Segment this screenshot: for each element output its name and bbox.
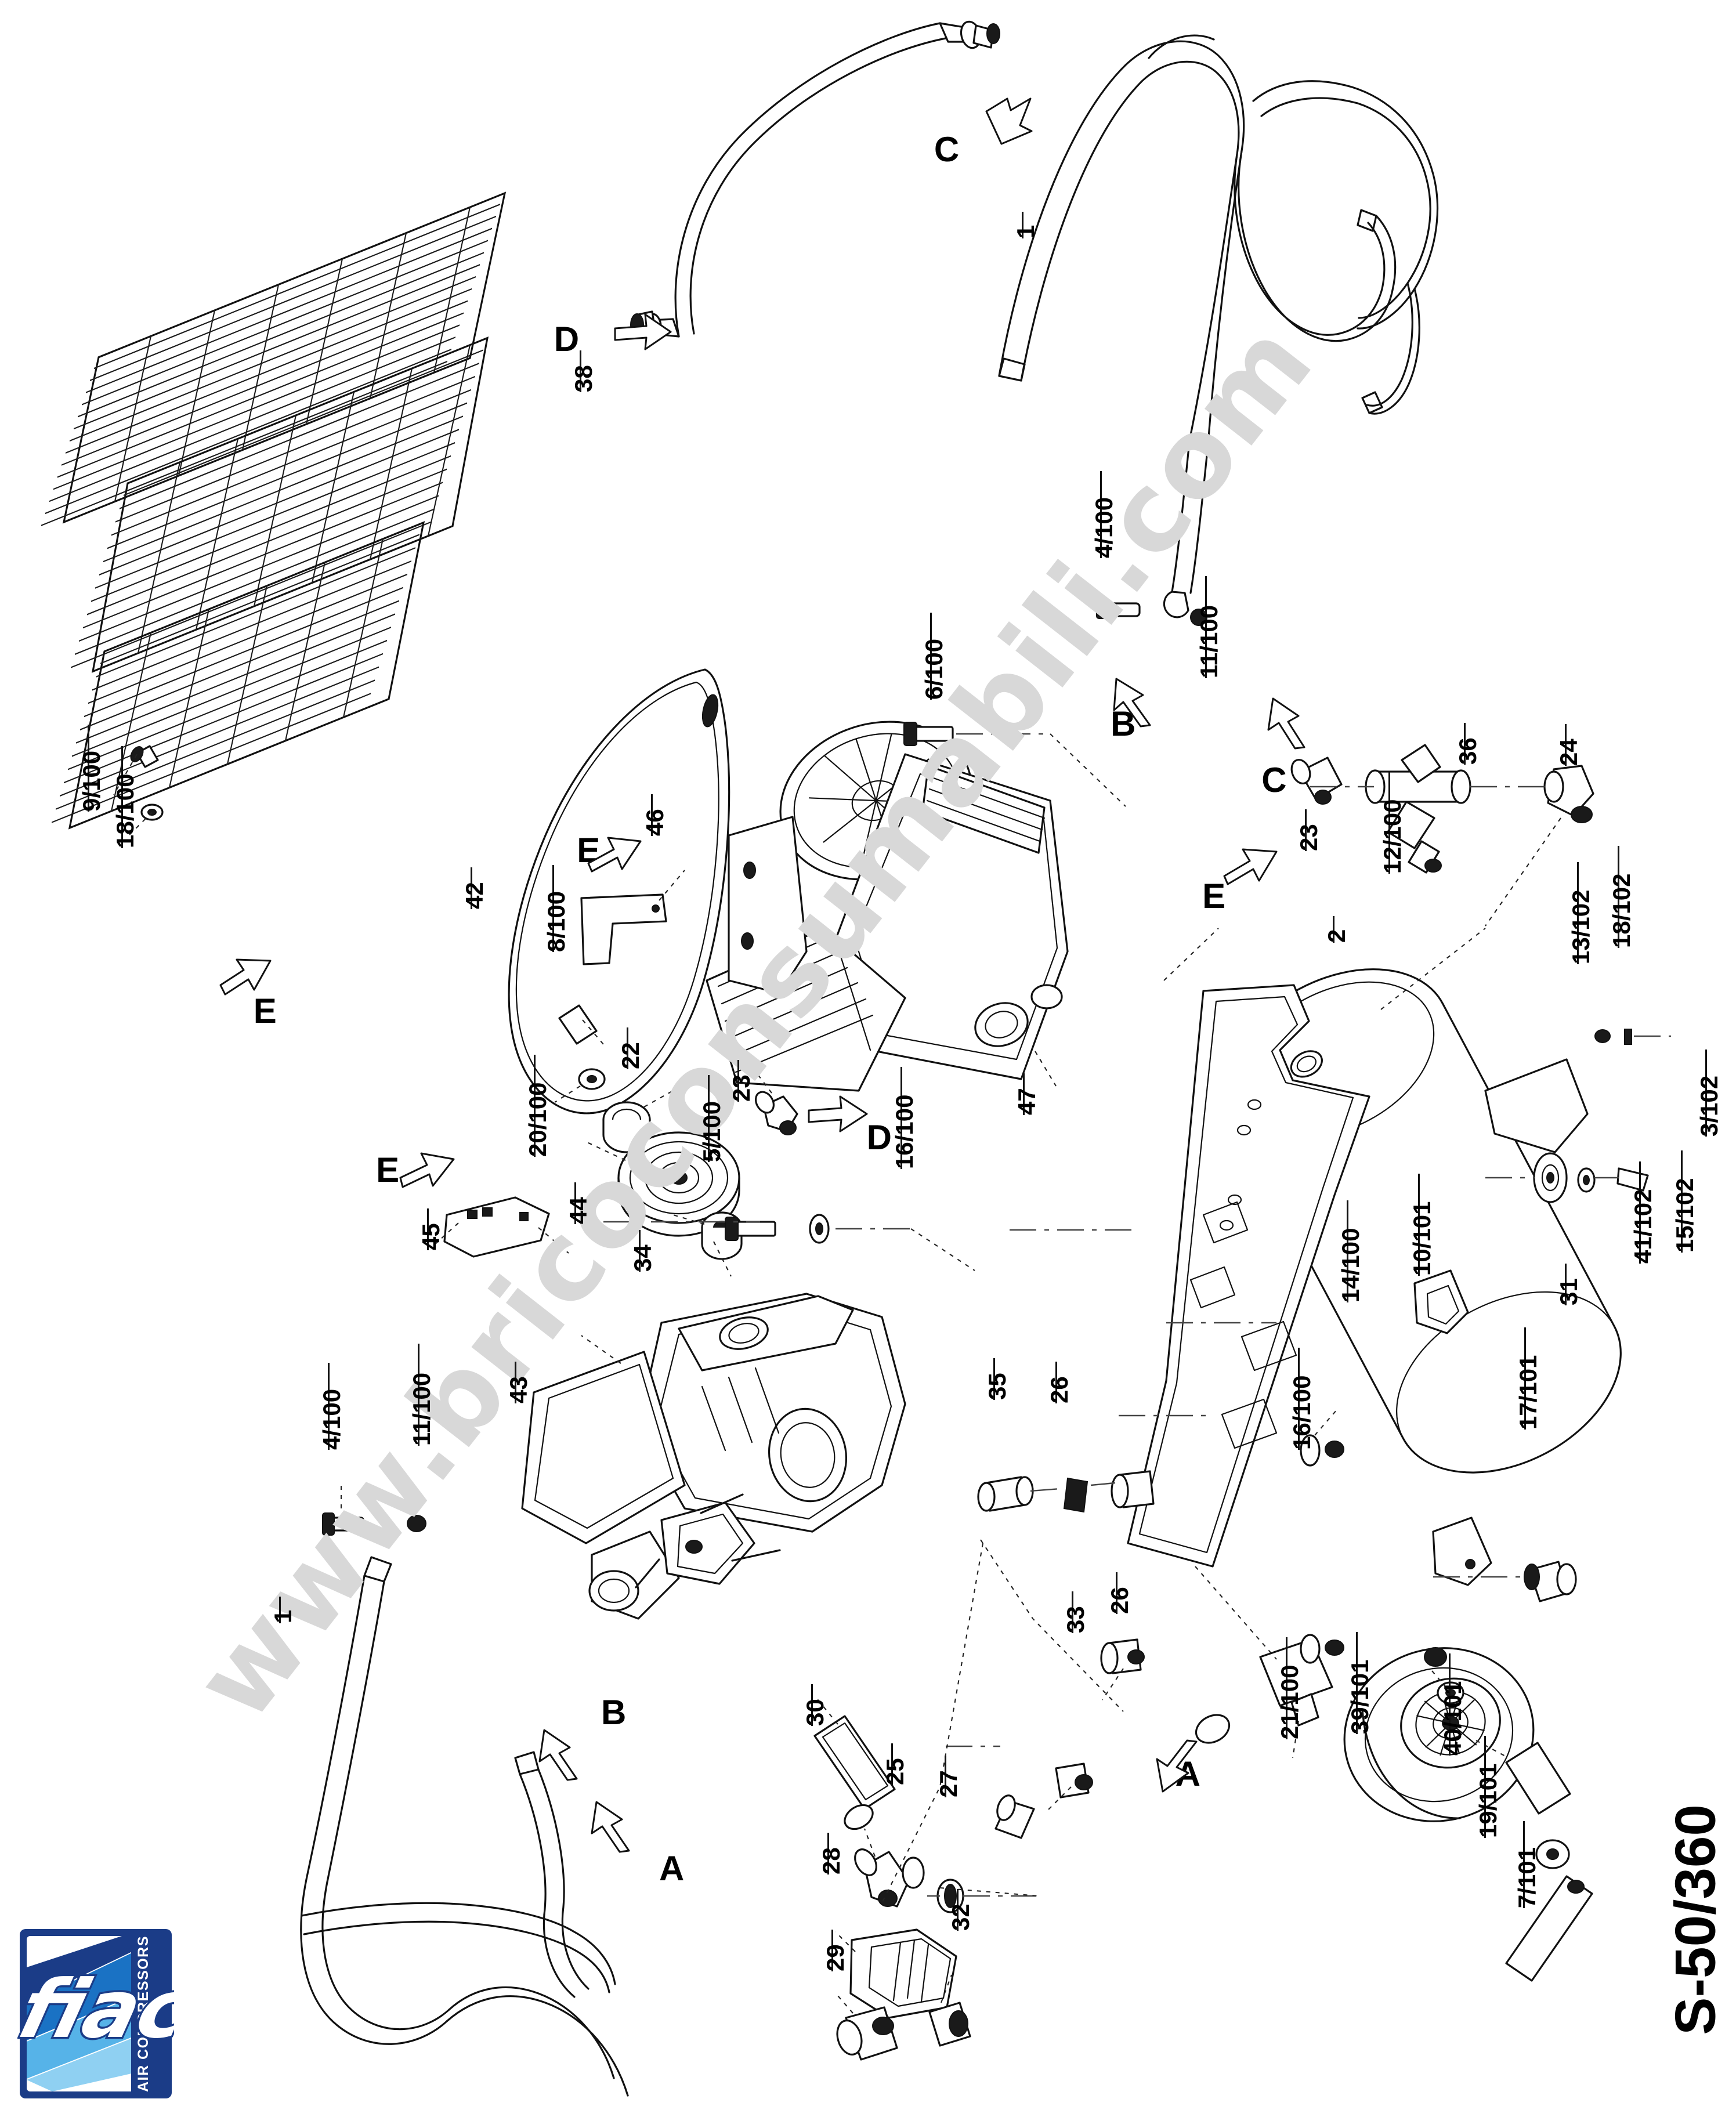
section-letter-a: A	[659, 1849, 685, 1888]
label-leader-rule	[1116, 1572, 1118, 1615]
label-leader-rule	[737, 1059, 739, 1102]
label-leader-rule	[1449, 1653, 1451, 1756]
label-leader-rule	[1298, 1347, 1300, 1450]
label-leader-rule	[88, 725, 90, 812]
label-leader-rule	[627, 1027, 629, 1070]
grille-stack-upper	[41, 191, 507, 836]
bolt-6-100	[903, 722, 1126, 807]
label-leader-rule	[1071, 1591, 1073, 1633]
pin-8-100	[558, 1004, 604, 1045]
label-leader-rule	[707, 1075, 710, 1163]
label-leader-rule	[574, 1182, 576, 1225]
bushing-22	[602, 1090, 674, 1153]
engine-43	[521, 1293, 906, 1620]
washer-20-100	[554, 1068, 606, 1103]
label-leader-rule	[945, 1756, 947, 1798]
grille-upper-1	[41, 191, 507, 526]
label-leader-rule	[1417, 1173, 1420, 1276]
label-leader-rule	[1680, 1150, 1683, 1253]
label-leader-rule	[811, 1684, 813, 1726]
label-leader-rule	[891, 1743, 893, 1786]
pump-mount-bracket	[728, 816, 808, 994]
label-leader-rule	[900, 1067, 902, 1170]
section-letter-e: E	[376, 1150, 400, 1190]
label-leader-rule	[418, 1343, 420, 1446]
label-leader-rule	[1205, 576, 1207, 679]
label-leader-rule	[993, 1358, 996, 1400]
label-leader-rule	[533, 1055, 536, 1157]
valve-cover	[921, 765, 1046, 854]
label-leader-rule	[831, 1929, 834, 1971]
label-leader-rule	[1021, 212, 1023, 239]
label-leader-rule	[515, 1362, 517, 1404]
label-leader-rule	[552, 864, 555, 952]
label-leader-rule	[1576, 862, 1579, 964]
plate-45	[432, 1196, 569, 1258]
handle-upper	[998, 34, 1439, 626]
label-leader-rule	[1524, 1327, 1527, 1430]
section-letter-c: C	[934, 129, 960, 169]
grille-upper-2	[71, 336, 489, 673]
label-leader-rule	[957, 1889, 959, 1931]
fiac-logo: AIR COMPRESSORS fiac	[17, 1929, 174, 2098]
handle-lower	[300, 1485, 629, 2097]
label-leader-rule	[1333, 915, 1335, 943]
label-leader-rule	[1055, 1362, 1057, 1404]
label-leader-rule	[279, 1597, 281, 1624]
air-tank-assembly	[1127, 968, 1622, 1744]
section-letter-d: D	[554, 320, 580, 359]
label-leader-rule	[470, 867, 472, 909]
label-leader-rule	[651, 794, 653, 836]
construction-lines	[603, 928, 1486, 1904]
label-leader-rule	[1565, 1263, 1567, 1305]
label-leader-rule	[427, 1208, 429, 1250]
small-parts-cluster	[813, 1698, 1036, 2061]
section-letter-e: E	[1202, 877, 1226, 916]
label-leader-rule	[1705, 1050, 1707, 1137]
elbow-23	[754, 1074, 798, 1135]
logo-wordmark: fiac	[17, 1963, 174, 2057]
drive-belt	[508, 668, 730, 1114]
label-leader-rule	[579, 350, 581, 393]
label-leader-rule	[1463, 722, 1466, 765]
hardware-center	[946, 1409, 1344, 1839]
label-leader-rule	[1565, 724, 1567, 766]
label-leader-rule	[1484, 1735, 1486, 1838]
bracket-46	[580, 870, 685, 965]
axle-hardware	[1475, 1740, 1593, 1982]
label-leader-rule	[930, 613, 932, 700]
label-leader-rule	[1100, 471, 1102, 559]
section-letter-e: E	[253, 991, 277, 1030]
label-leader-rule	[827, 1832, 830, 1874]
section-letter-d: D	[866, 1118, 892, 1157]
label-leader-rule	[1286, 1637, 1288, 1740]
section-letter-c: C	[1261, 761, 1287, 800]
label-leader-rule	[1023, 1073, 1025, 1116]
label-leader-rule	[1388, 772, 1390, 874]
label-leader-rule	[1639, 1161, 1641, 1264]
manifold-fittings	[1290, 744, 1594, 927]
label-leader-rule	[1304, 809, 1307, 851]
label-leader-rule	[639, 1229, 641, 1272]
label-leader-rule	[1523, 1821, 1525, 1908]
section-letter-b: B	[601, 1692, 627, 1732]
model-number-text: S-50/360	[1663, 1804, 1727, 2035]
bolt-5-100	[725, 1214, 975, 1271]
label-leader-rule	[1617, 845, 1619, 948]
model-number: S-50/360	[1661, 1757, 1730, 2082]
label-leader-rule	[327, 1362, 330, 1450]
label-leader-rule	[121, 746, 124, 848]
label-leader-rule	[1346, 1200, 1348, 1303]
logo-tagline: AIR COMPRESSORS	[135, 1935, 151, 2092]
label-leader-rule	[1355, 1631, 1358, 1734]
grille-lower	[52, 521, 425, 830]
